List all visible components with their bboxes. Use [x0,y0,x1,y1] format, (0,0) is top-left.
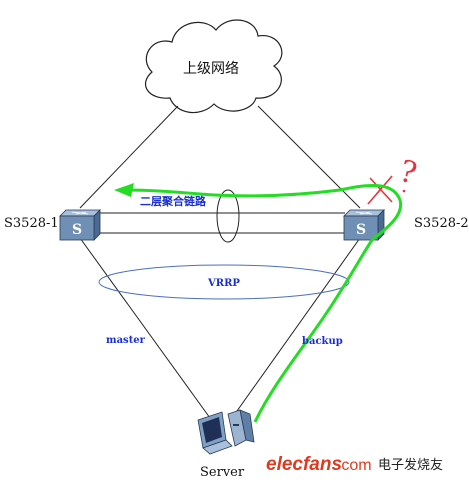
watermark-suffix: ·com [336,457,372,474]
switch-left: S [59,209,101,241]
green-traffic-path [127,183,403,423]
link-cloud-to-left-switch [79,105,179,209]
vrrp-ellipse [98,264,350,300]
switch-right-label: S3528-2 [414,216,469,231]
server-computer-icon [197,409,255,455]
question-dot [402,189,406,193]
switch-right-arrows-icon [355,211,373,215]
watermark-cn: 电子发烧友 [378,457,443,473]
backup-label: backup [302,336,343,347]
switch-left-label: S3528-1 [4,216,59,231]
master-label: master [106,335,146,346]
link-cloud-to-right-switch [257,105,361,209]
question-mark: ? [396,154,420,192]
switch-left-arrows-icon [71,211,89,215]
switch-left-icon-text: S [72,222,82,238]
elecfans-watermark: elecfans ·com 电子发烧友 [266,454,443,475]
link-left-switch-to-server [79,237,211,419]
aggregation-label: 二层聚合链路 [140,194,207,208]
server-label: Server [200,465,245,480]
green-arrowhead-icon [114,183,134,197]
watermark-brand: elecfans [266,454,342,475]
failure-cross-mark [367,175,393,205]
aggregation-ellipse [216,189,240,243]
cloud-label: 上级网络 [183,61,239,77]
switch-right-icon-text: S [356,222,366,238]
vrrp-label: VRRP [207,278,240,289]
link-right-switch-to-server [231,237,361,419]
cloud-shape [145,19,283,114]
cloud-upstream-network: 上级网络 [145,19,283,114]
